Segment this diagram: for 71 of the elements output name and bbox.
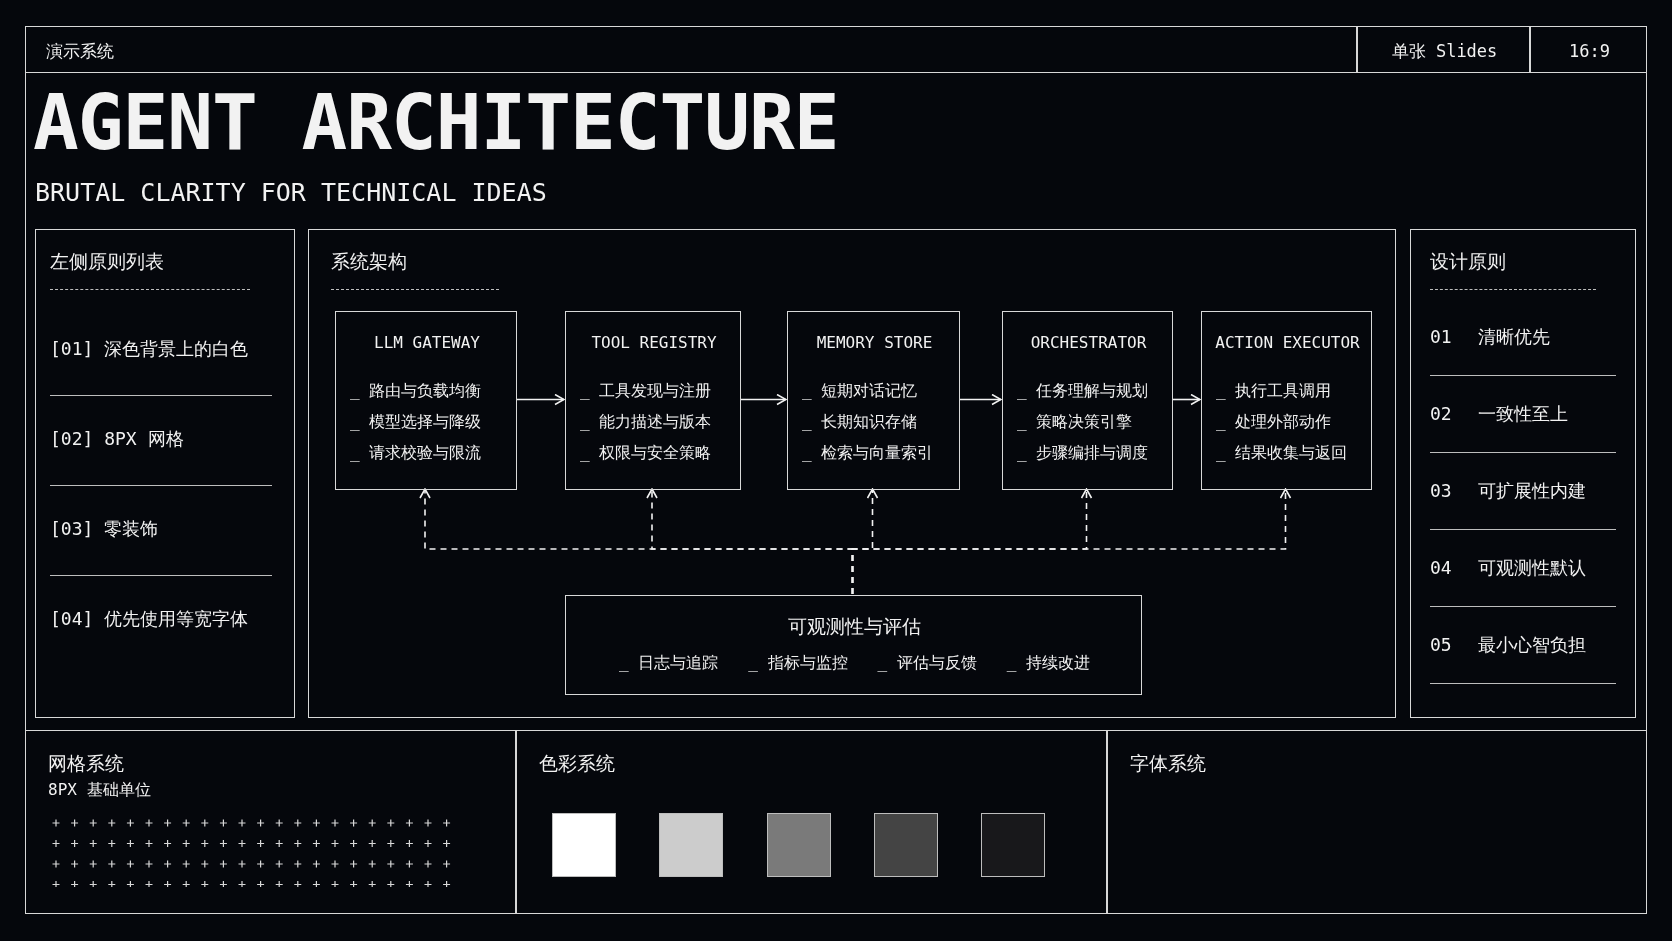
list-item: [01] 深色背景上的白色 <box>50 339 249 359</box>
component-box <box>1201 311 1372 490</box>
bullet-item: _ 策略决策引擎 <box>1017 413 1133 431</box>
header-text: 演示系统 <box>46 41 114 60</box>
bullet-item: _ 持续改进 <box>1006 654 1091 672</box>
panel-heading: 字体系统 <box>1130 752 1206 774</box>
item-number: 03 <box>1430 481 1452 501</box>
item-number: 04 <box>1430 558 1452 578</box>
item-number: 02 <box>1430 404 1452 424</box>
bullet-item: _ 日志与追踪 <box>618 654 719 672</box>
header-text: 16:9 <box>1568 41 1611 60</box>
bullet-item: _ 指标与监控 <box>748 654 848 672</box>
list-item: [02] 8PX 网格 <box>50 429 184 449</box>
bullet-item: _ 结果收集与返回 <box>1216 444 1348 462</box>
arrow <box>1171 393 1201 406</box>
header-cell <box>1530 26 1647 73</box>
arrow <box>515 393 565 406</box>
panel <box>308 229 1396 718</box>
bullet-item: _ 检索与向量索引 <box>802 444 934 462</box>
list-item: 一致性至上 <box>1478 404 1568 424</box>
component-title: TOOL REGISTRY <box>590 334 718 352</box>
list-item: [03] 零装饰 <box>50 519 159 539</box>
header-text: 单张 Slides <box>1390 41 1499 60</box>
bullet-item: _ 模型选择与降级 <box>350 413 482 431</box>
title: AGENT ARCHITECTURE <box>33 81 839 165</box>
component-box <box>565 595 1142 695</box>
panel <box>1410 229 1636 718</box>
component-box <box>787 311 960 490</box>
component-box <box>565 311 741 490</box>
bullet-item: _ 评估与反馈 <box>877 654 977 672</box>
panel-heading: 系统架构 <box>331 250 407 272</box>
bullet-item: _ 步骤编排与调度 <box>1017 444 1149 462</box>
bullet-item: _ 请求校验与限流 <box>350 444 482 462</box>
list-item: 可扩展性内建 <box>1478 481 1586 501</box>
list-item: 可观测性默认 <box>1478 558 1586 578</box>
panel-heading: 网格系统 <box>48 752 124 774</box>
bullet-item: _ 处理外部动作 <box>1216 413 1332 431</box>
panel <box>35 229 295 718</box>
bullet-item: _ 工具发现与注册 <box>580 382 712 400</box>
item-number: 05 <box>1430 635 1452 655</box>
panel <box>1107 730 1647 914</box>
bullet-item: _ 长期知识存储 <box>802 413 918 431</box>
component-title: MEMORY STORE <box>815 334 934 352</box>
header-cell <box>25 26 1357 73</box>
component-title: LLM GATEWAY <box>373 334 481 352</box>
component-title: ACTION EXECUTOR <box>1214 334 1361 352</box>
bullet-item: _ 任务理解与规划 <box>1017 382 1149 400</box>
header-cell <box>1357 26 1530 73</box>
bullet-item: _ 路由与负载均衡 <box>350 382 482 400</box>
list-item: [04] 优先使用等宽字体 <box>50 609 249 629</box>
component-box <box>335 311 517 490</box>
dashed-arrow <box>851 488 1292 595</box>
subtitle: BRUTAL CLARITY FOR TECHNICAL IDEAS <box>35 179 547 207</box>
list-item: 最小心智负担 <box>1478 635 1586 655</box>
component-title: ORCHESTRATOR <box>1029 334 1148 352</box>
component-title: 可观测性与评估 <box>787 615 922 637</box>
arrow <box>958 393 1002 406</box>
bullet-item: _ 权限与安全策略 <box>580 444 712 462</box>
bullet-item: _ 能力描述与版本 <box>580 413 712 431</box>
panel-heading: 色彩系统 <box>539 752 615 774</box>
item-number: 01 <box>1430 327 1452 347</box>
panel <box>25 730 516 914</box>
list-item: 清晰优先 <box>1478 327 1550 347</box>
panel-subheading: 8PX 基础单位 <box>48 781 151 799</box>
panel <box>516 730 1107 914</box>
bullet-item: _ 执行工具调用 <box>1216 382 1332 400</box>
bullet-item: _ 短期对话记忆 <box>802 382 918 400</box>
panel-heading: 左侧原则列表 <box>50 250 164 272</box>
panel-heading: 设计原则 <box>1430 250 1506 272</box>
arrow <box>739 393 787 406</box>
component-box <box>1002 311 1173 490</box>
